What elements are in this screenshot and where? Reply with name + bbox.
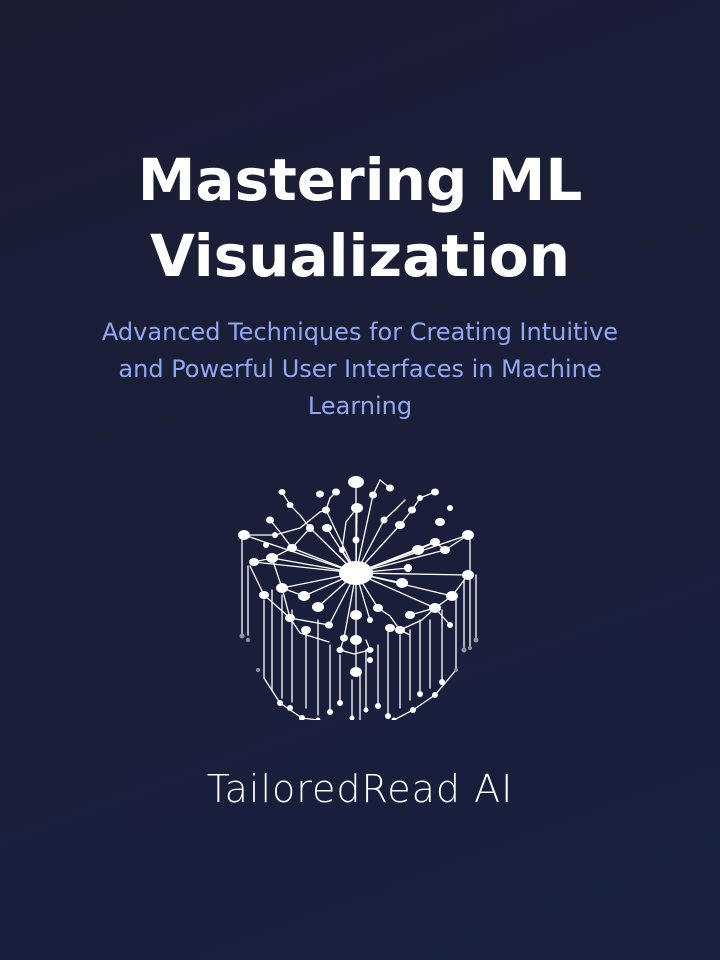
book-subtitle: Advanced Techniques for Creating Intuiti… [60,314,660,425]
title-line-1: Mastering ML [137,146,583,214]
book-title: Mastering ML Visualization [0,142,720,294]
subtitle-line-2: and Powerful User Interfaces in Machine [118,355,602,383]
subtitle-line-1: Advanced Techniques for Creating Intuiti… [101,318,619,346]
subtitle-line-3: Learning [307,392,413,420]
author-name: TailoredRead AI [206,767,514,811]
title-line-2: Visualization [149,222,571,290]
neural-network-cube-icon [230,470,490,723]
